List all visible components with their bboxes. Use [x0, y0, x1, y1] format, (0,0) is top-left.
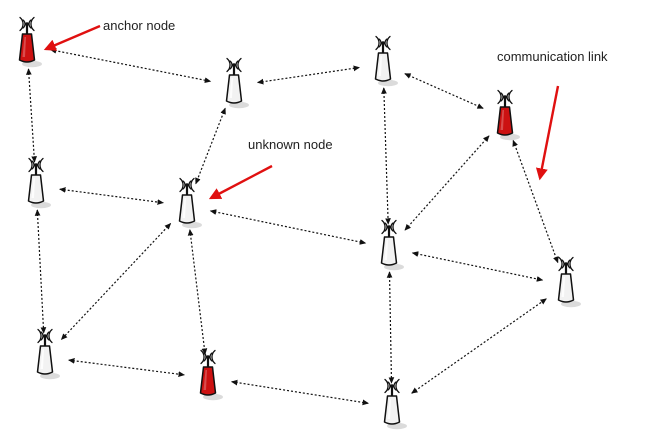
- antenna-dot: [381, 41, 385, 45]
- wifi-signal-icon: [28, 157, 44, 173]
- unknown-node-n3: [374, 35, 398, 87]
- radio-tower-icon: [225, 74, 243, 104]
- unknown-node-n2: [225, 57, 249, 109]
- radio-tower-icon: [380, 236, 398, 266]
- communication-link-n1-n5: [25, 68, 38, 163]
- communication-link-n5-n6: [59, 187, 164, 205]
- communication-link-n6-n9: [60, 222, 172, 341]
- communication-link-n8-n11: [386, 271, 395, 384]
- anchor-node-n4: [496, 89, 520, 141]
- radio-tower-icon: [383, 395, 401, 425]
- antenna-mast: [25, 25, 29, 34]
- radio-tower-icon: [18, 33, 36, 63]
- wifi-signal-icon: [226, 57, 242, 73]
- antenna-dot: [206, 355, 210, 359]
- antenna-mast: [387, 228, 391, 237]
- unknown-node-pointer: [208, 164, 273, 200]
- communication-link-n2-n3: [256, 65, 361, 85]
- unknown-node-n11: [383, 378, 407, 430]
- antenna-dot: [232, 63, 236, 67]
- wifi-signal-icon: [179, 177, 195, 193]
- node-highlight: [384, 240, 388, 260]
- communication-link-n5-n9: [34, 209, 47, 334]
- antenna-mast: [381, 44, 385, 53]
- antenna-dot: [503, 95, 507, 99]
- communication-link-label: communication link: [497, 49, 608, 64]
- antenna-dot: [387, 225, 391, 229]
- radio-tower-icon: [36, 345, 54, 375]
- wifi-signal-icon: [384, 378, 400, 394]
- node-highlight: [182, 198, 186, 218]
- wifi-signal-icon: [200, 349, 216, 365]
- communication-link-n11-n7: [411, 298, 547, 394]
- node-highlight: [203, 370, 207, 390]
- annotations: anchor node unknown node communication l…: [43, 18, 608, 200]
- wifi-signal-icon: [558, 256, 574, 272]
- node-highlight: [22, 37, 26, 57]
- wifi-signal-icon: [497, 89, 513, 105]
- communication-link-n6-n8: [209, 209, 367, 245]
- unknown-node-label: unknown node: [248, 137, 333, 152]
- antenna-dot: [564, 262, 568, 266]
- communication-link-n2-n6: [195, 107, 226, 185]
- node-highlight: [500, 110, 504, 130]
- radio-tower-icon: [199, 366, 217, 396]
- node-highlight: [40, 349, 44, 369]
- antenna-mast: [185, 186, 189, 195]
- radio-tower-icon: [557, 273, 575, 303]
- wifi-signal-icon: [375, 35, 391, 51]
- antenna-mast: [390, 387, 394, 396]
- node-highlight: [229, 78, 233, 98]
- unknown-node-n6: [178, 177, 202, 229]
- antenna-mast: [206, 358, 210, 367]
- communication-link-n3-n8: [381, 87, 391, 225]
- communication-link-n6-n10: [187, 229, 208, 355]
- wifi-signal-icon: [19, 16, 35, 32]
- antenna-mast: [34, 166, 38, 175]
- antenna-mast: [564, 265, 568, 274]
- antenna-mast: [503, 98, 507, 107]
- nodes-layer: [18, 16, 581, 430]
- node-highlight: [378, 56, 382, 76]
- antenna-mast: [232, 66, 236, 75]
- anchor-node-pointer: [43, 24, 101, 51]
- communication-link-n10-n11: [230, 379, 370, 406]
- anchor-node-label: anchor node: [103, 18, 175, 33]
- unknown-node-n7: [557, 256, 581, 308]
- node-highlight: [561, 277, 565, 297]
- antenna-mast: [43, 337, 47, 346]
- unknown-node-n9: [36, 328, 60, 380]
- radio-tower-icon: [496, 106, 514, 136]
- communication-link-n3-n4: [404, 73, 484, 109]
- antenna-dot: [25, 22, 29, 26]
- wifi-signal-icon: [37, 328, 53, 344]
- radio-tower-icon: [178, 194, 196, 224]
- communication-link-n8-n7: [411, 251, 544, 282]
- node-highlight: [31, 178, 35, 198]
- communication-link-n9-n10: [68, 357, 185, 378]
- antenna-dot: [185, 183, 189, 187]
- radio-tower-icon: [27, 174, 45, 204]
- node-highlight: [387, 399, 391, 419]
- radio-tower-icon: [374, 52, 392, 82]
- antenna-dot: [43, 334, 47, 338]
- anchor-node-n1: [18, 16, 42, 68]
- links-layer: [25, 47, 559, 406]
- communication-link-pointer: [535, 85, 560, 181]
- anchor-node-n10: [199, 349, 223, 401]
- antenna-dot: [34, 163, 38, 167]
- unknown-node-n5: [27, 157, 51, 209]
- antenna-dot: [390, 384, 394, 388]
- unknown-node-n8: [380, 219, 404, 271]
- communication-link-n4-n7: [512, 139, 559, 264]
- communication-link-n4-n8: [404, 135, 490, 231]
- communication-link-n1-n2: [49, 47, 212, 84]
- wifi-signal-icon: [381, 219, 397, 235]
